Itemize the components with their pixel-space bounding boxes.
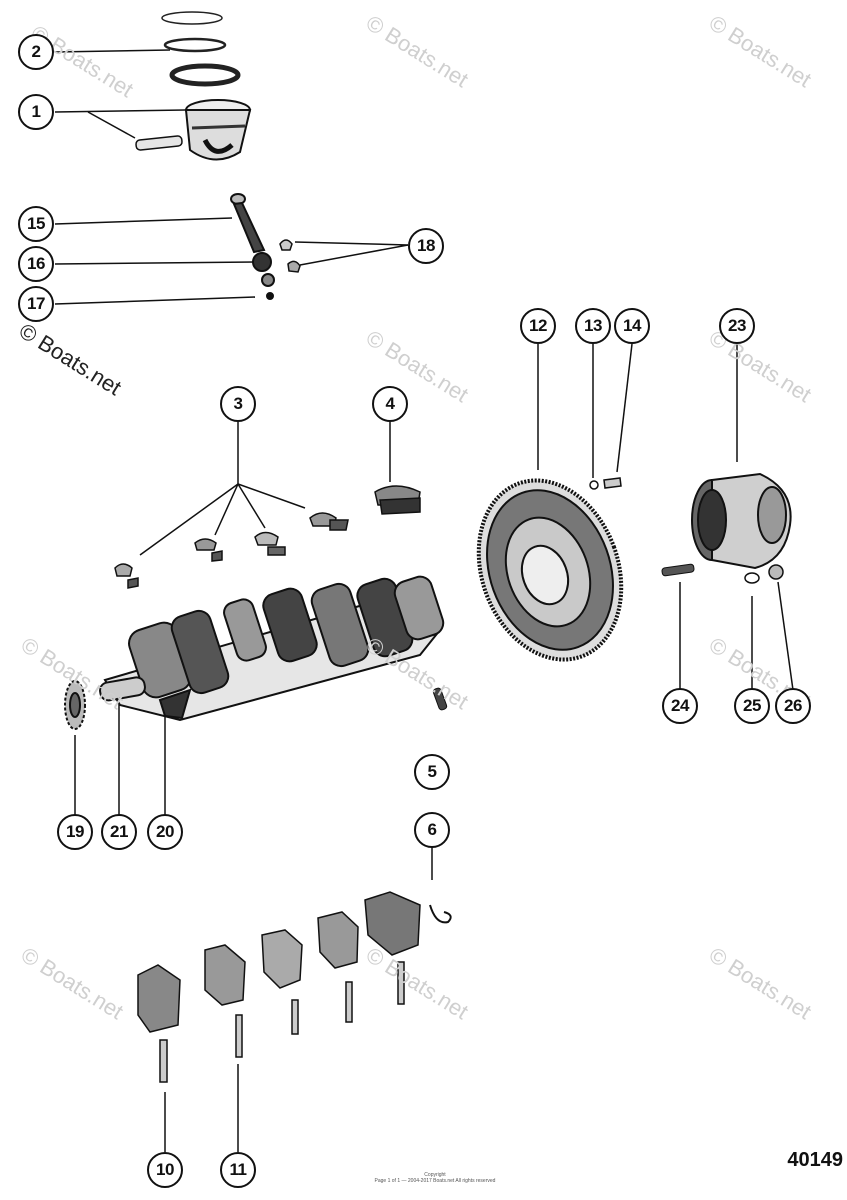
callout-4: 4 [372,386,408,422]
callout-5: 5 [414,754,450,790]
timing-gear [64,680,86,730]
callout-3: 3 [220,386,256,422]
callout-12: 12 [520,308,556,344]
leader-3d [237,483,306,509]
leader-3a [139,483,239,556]
callout-21: 21 [101,814,137,850]
piston-rings [161,11,241,87]
callout-1: 1 [18,94,54,130]
callout-26: 26 [775,688,811,724]
leader-26 [777,581,794,691]
flywheel-washer [589,480,599,490]
flywheel-bolt [603,477,622,489]
callout-15: 15 [18,206,54,242]
footer-line1: Copyright [424,1172,446,1178]
rear-seal [429,904,452,924]
footer: Copyright Page 1 of 1 — 2004-2017 Boats.… [340,1172,530,1184]
rod-bearings [279,239,301,273]
callout-17: 17 [18,286,54,322]
callout-20: 20 [147,814,183,850]
figure-number: 40149 [787,1149,843,1171]
leader-17 [54,296,256,305]
callout-24: 24 [662,688,698,724]
piston [135,99,252,161]
footer-line2: Page 1 of 1 — 2004-2017 Boats.net All ri… [374,1178,496,1184]
main-bearing-caps [137,891,421,1083]
callout-13: 13 [575,308,611,344]
leader-1a [54,109,186,113]
callout-18: 18 [408,228,444,264]
connecting-rod [230,193,275,300]
leader-16 [54,261,256,265]
callout-25: 25 [734,688,770,724]
callout-19: 19 [57,814,93,850]
leader-3b [214,483,239,536]
leader-18a [294,241,409,246]
drive-coupler [691,472,792,570]
callout-10: 10 [147,1152,183,1188]
callout-6: 6 [414,812,450,848]
leader-2 [54,49,171,53]
callout-14: 14 [614,308,650,344]
callout-23: 23 [719,308,755,344]
dowel-pin [432,687,448,711]
main-bearings [114,485,421,589]
crankshaft [99,575,445,722]
leader-15 [54,217,233,225]
callout-2: 2 [18,34,54,70]
leader-18b [299,244,409,266]
coupler-washer [744,572,760,584]
leader-3c [237,483,266,529]
leader-14 [616,343,633,473]
leader-1b [87,111,136,139]
flywheel [476,478,624,662]
coupler-nut [768,564,784,580]
coupler-stud [661,563,695,577]
callout-16: 16 [18,246,54,282]
callout-11: 11 [220,1152,256,1188]
